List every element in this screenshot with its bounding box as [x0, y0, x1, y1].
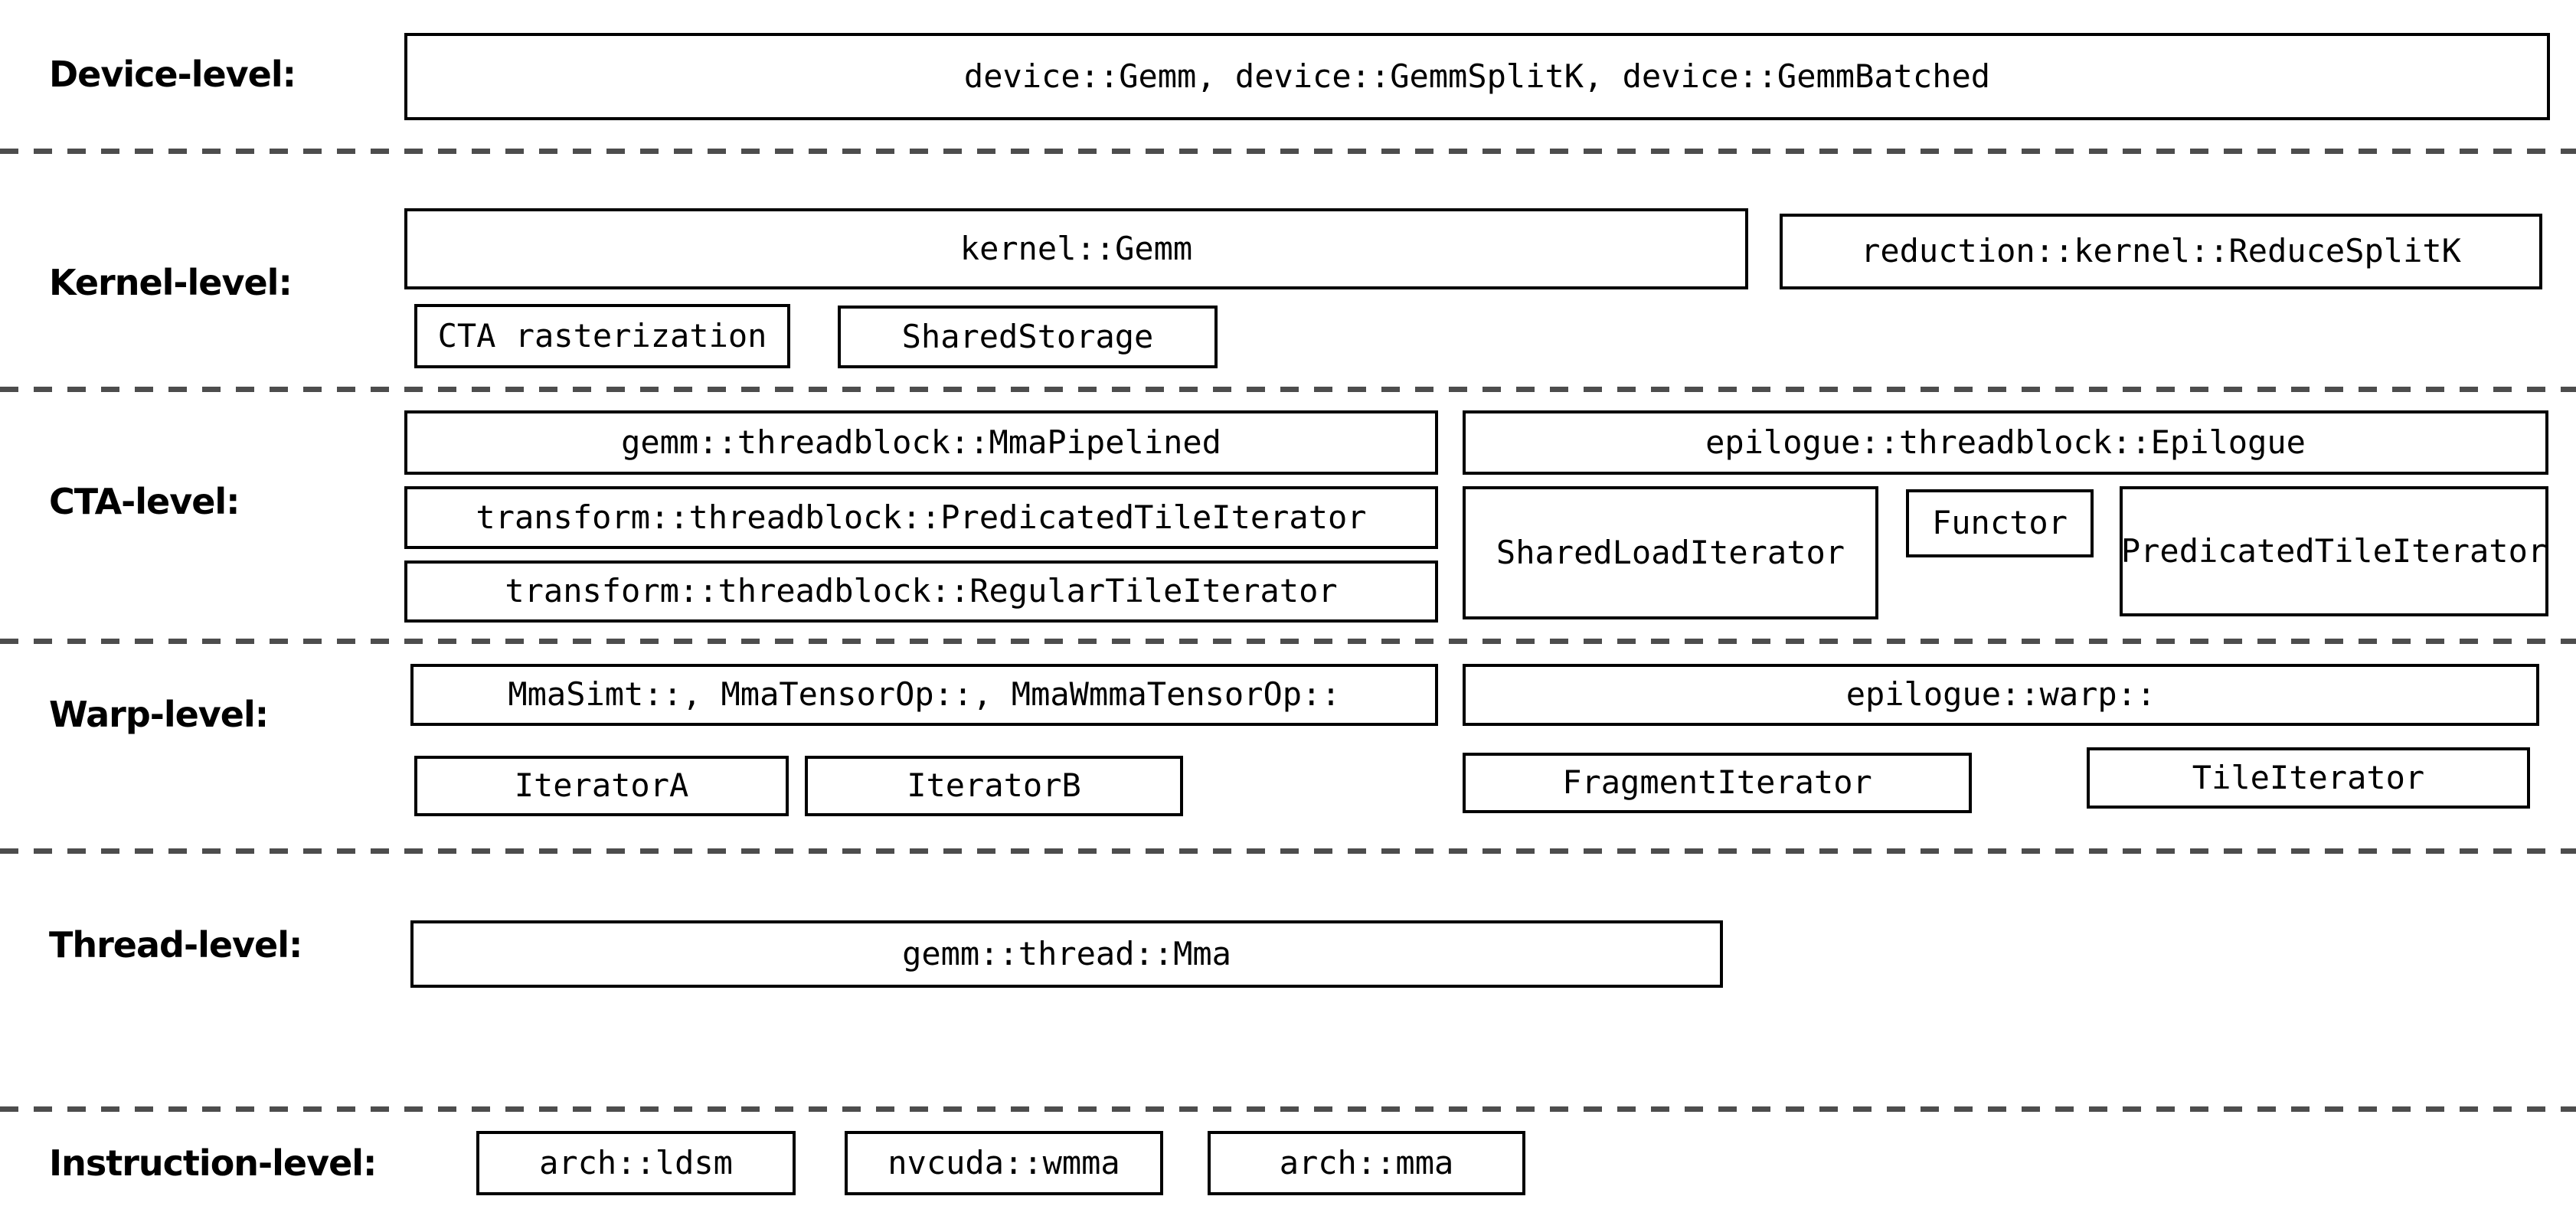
device-gemm-box: device::Gemm, device::GemmSplitK, device…	[404, 33, 2550, 120]
fragment-iterator-box: FragmentIterator	[1463, 753, 1972, 813]
reduce-splitk-box: reduction::kernel::ReduceSplitK	[1780, 214, 2542, 289]
arch-ldsm-box: arch::ldsm	[476, 1131, 796, 1195]
device-level-label: Device-level:	[49, 54, 296, 95]
functor-box: Functor	[1906, 489, 2094, 557]
cta-rasterization-box: CTA rasterization	[414, 304, 790, 368]
separator-cta-warp	[0, 639, 2576, 644]
iterator-b-box: IteratorB	[805, 756, 1183, 816]
separator-device-kernel	[0, 149, 2576, 154]
separator-thread-instruction	[0, 1106, 2576, 1112]
separator-kernel-cta	[0, 387, 2576, 392]
iterator-a-box: IteratorA	[414, 756, 789, 816]
warp-mma-variants-box: MmaSimt::, MmaTensorOp::, MmaWmmaTensorO…	[410, 664, 1438, 726]
mma-pipelined-box: gemm::threadblock::MmaPipelined	[404, 410, 1438, 475]
shared-storage-box: SharedStorage	[838, 306, 1218, 368]
predicated-tile-iterator-epilogue-box: PredicatedTileIterator	[2120, 486, 2548, 616]
arch-mma-box: arch::mma	[1208, 1131, 1525, 1195]
warp-level-label: Warp-level:	[49, 694, 269, 735]
cta-level-label: CTA-level:	[49, 481, 240, 522]
kernel-gemm-box: kernel::Gemm	[404, 208, 1748, 289]
tile-iterator-box: TileIterator	[2087, 747, 2530, 809]
epilogue-warp-box: epilogue::warp::	[1463, 664, 2539, 726]
nvcuda-wmma-box: nvcuda::wmma	[845, 1131, 1163, 1195]
separator-warp-thread	[0, 848, 2576, 854]
predicated-tile-iterator-transform-box: transform::threadblock::PredicatedTileIt…	[404, 486, 1438, 549]
shared-load-iterator-box: SharedLoadIterator	[1463, 486, 1878, 619]
epilogue-threadblock-box: epilogue::threadblock::Epilogue	[1463, 410, 2548, 475]
thread-level-label: Thread-level:	[49, 924, 302, 966]
thread-mma-box: gemm::thread::Mma	[410, 920, 1723, 988]
regular-tile-iterator-box: transform::threadblock::RegularTileItera…	[404, 560, 1438, 623]
kernel-level-label: Kernel-level:	[49, 262, 293, 303]
instruction-level-label: Instruction-level:	[49, 1142, 377, 1184]
